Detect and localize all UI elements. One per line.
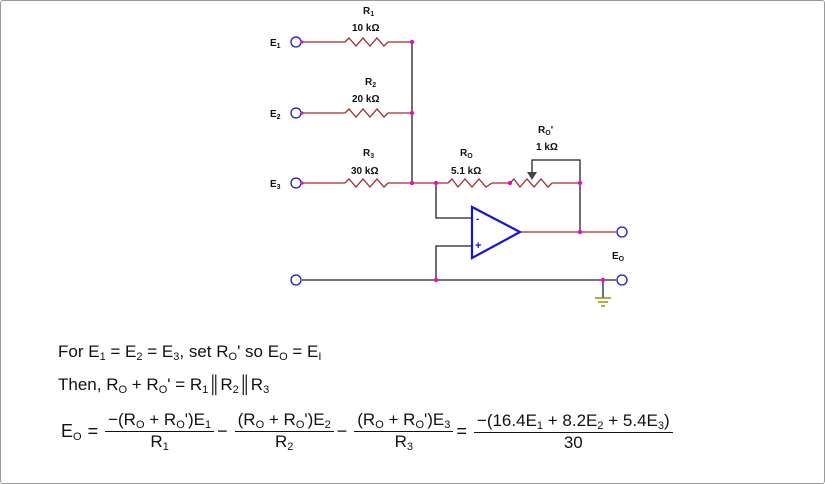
- resistor-r1: [344, 37, 389, 47]
- label-e2: E2: [270, 109, 281, 121]
- node-plus: [433, 277, 439, 283]
- label-ro-name: RO: [460, 148, 473, 160]
- resistor-r3: [344, 178, 389, 188]
- node-r2: [409, 110, 415, 116]
- wire-minus-input: [435, 183, 472, 219]
- fraction-term-3: (RO + RO')E3 R3: [354, 410, 454, 453]
- node-feedback: [577, 180, 583, 186]
- eq-minus-2: −: [336, 421, 348, 441]
- node-sum: [409, 180, 415, 186]
- node-pot-left: [507, 180, 513, 186]
- label-ro-pot-value: 1 kΩ: [536, 142, 558, 153]
- fraction-result: −(16.4E1 + 8.2E2 + 5.4E3) 30: [473, 411, 673, 453]
- opamp-minus-sign: -: [476, 214, 479, 225]
- fraction-term-2: (RO + RO')E2 R2: [234, 410, 334, 453]
- circuit-schematic: - + E1 E2 E3 R1 10 kΩ R2 20 kΩ R3 30 kΩ …: [270, 6, 628, 307]
- terminal-e2: [290, 107, 302, 119]
- node-ground: [600, 277, 606, 283]
- eq-equals-2: =: [456, 421, 467, 441]
- terminal-ground: [616, 274, 628, 286]
- ground-icon: [595, 297, 611, 307]
- node-r2-in: [300, 111, 304, 115]
- terminal-common: [290, 274, 302, 286]
- equation-line-1: For E1 = E2 = E3, set RO' so EO = EI: [58, 342, 322, 363]
- node-r1: [409, 39, 415, 45]
- resistor-r2: [344, 108, 389, 118]
- label-r1-value: 10 kΩ: [352, 23, 379, 34]
- eq-equals: =: [87, 421, 99, 441]
- label-r3-value: 30 kΩ: [351, 166, 378, 177]
- node-r3-in: [300, 181, 304, 185]
- terminal-e1: [290, 36, 302, 48]
- label-r2-value: 20 kΩ: [352, 94, 379, 105]
- fraction-term-1: −(RO + RO')E1 R1: [105, 410, 215, 453]
- label-r3-name: R3: [363, 148, 374, 160]
- label-r2-name: R2: [365, 77, 376, 89]
- equation-line-3: EO= −(RO + RO')E1 R1 − (RO + RO')E2 R2 −…: [58, 410, 673, 453]
- label-eo: EO: [612, 251, 625, 263]
- node-output: [577, 229, 583, 235]
- opamp-plus-sign: +: [475, 240, 481, 252]
- eq-minus-1: −: [217, 421, 228, 441]
- node-minus: [433, 180, 439, 186]
- label-e3: E3: [270, 179, 281, 191]
- node-r1-in: [300, 40, 304, 44]
- label-ro-pot-name: RO': [538, 125, 553, 137]
- label-e1: E1: [270, 38, 281, 50]
- terminal-eo: [616, 226, 628, 238]
- resistor-ro-pot: [509, 178, 553, 189]
- wiper-arrow-icon: [527, 172, 537, 180]
- equation-line-2: Then, RO + RO' = R1║R2║R3: [58, 375, 270, 396]
- label-ro-value: 5.1 kΩ: [451, 166, 481, 177]
- label-r1-name: R1: [363, 6, 374, 18]
- opamp-triangle: [470, 205, 523, 260]
- wire-wiper: [531, 159, 581, 183]
- terminal-e3: [290, 177, 302, 189]
- resistor-ro: [447, 178, 493, 189]
- wire-plus-input: [435, 245, 472, 280]
- eq-lhs: EO: [61, 420, 82, 443]
